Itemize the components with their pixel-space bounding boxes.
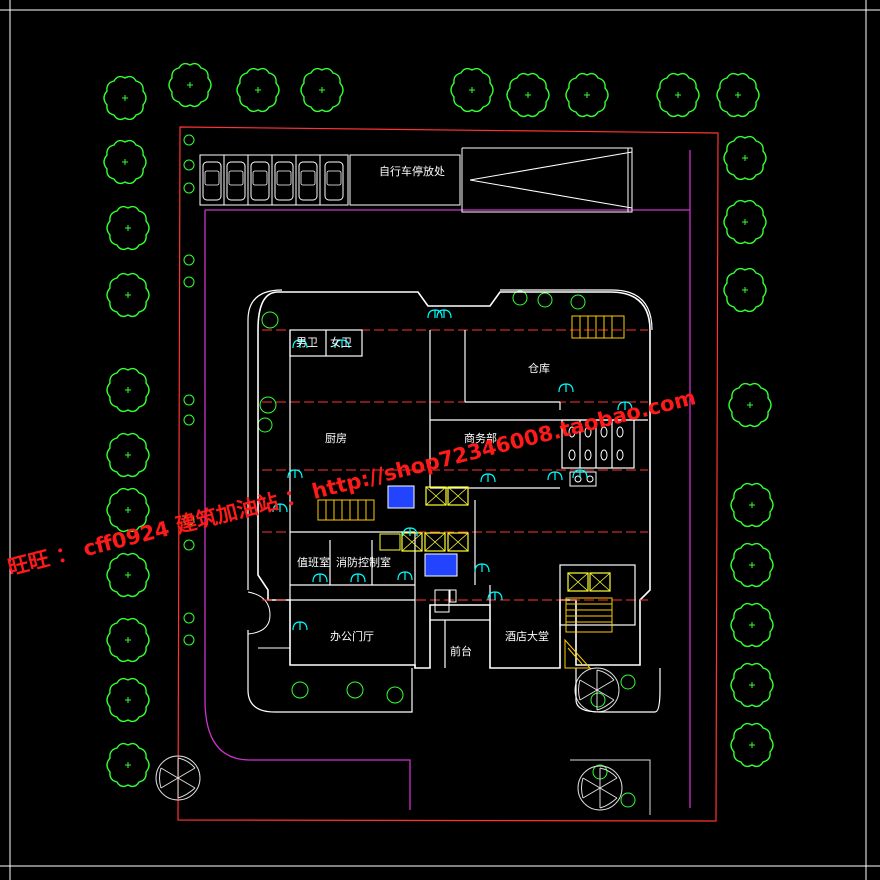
tree-icon [730,722,774,768]
label-female-wc: 女卫 [330,335,352,349]
tree-icon [730,662,774,708]
label-office-lobby: 办公门厅 [330,629,374,643]
tree-icon [236,67,280,113]
tree-icon [728,382,772,428]
stair-icon [317,315,625,669]
tree-icon [723,199,767,245]
tree-icon [106,432,150,478]
label-kitchen: 厨房 [325,432,347,445]
tree-icon [730,602,774,648]
podium-outline [247,289,413,713]
tree-icon [723,135,767,181]
tree-icon [574,667,620,713]
tree-icon [106,742,150,788]
car-icon [324,161,344,201]
tree-icon [106,552,150,598]
podium-outline-right [500,289,661,713]
tree-icon [450,67,494,113]
label-business-dept: 商务部 [464,431,497,445]
wc-fixture-icon [434,426,624,613]
label-fire-control: 消防控制室 [336,555,391,569]
car-icon [250,161,270,201]
road-edge [204,150,691,810]
corner-planter [570,759,651,815]
watermark-text: 旺旺 ： cff0924 建筑加油站 ： http://shop72346008… [5,385,698,580]
shrubs [183,134,636,808]
tree-icon [716,72,760,118]
tree-icon [656,72,700,118]
car-icon [274,161,294,201]
label-hotel-lobby: 酒店大堂 [505,629,549,643]
label-warehouse: 仓库 [528,361,550,375]
entrance-step [247,591,290,649]
tree-icon [103,75,147,121]
tree-icon [723,267,767,313]
label-duty-room: 值班室 [297,555,330,569]
parking-area [199,154,461,206]
site-boundary [177,126,719,822]
tree-icon [106,617,150,663]
tree-icon [103,139,147,185]
tree-icon [565,72,609,118]
label-front-desk: 前台 [450,644,472,658]
label-male-wc: 男卫 [296,336,318,349]
tree-icon [155,755,201,801]
tree-icon [577,765,623,811]
tree-icon [106,677,150,723]
tree-icon [730,482,774,528]
tree-icon [106,272,150,318]
label-bike-parking: 自行车停放处 [379,164,445,178]
tree-icon [168,62,212,108]
tree-icon [730,542,774,588]
tree-icon [106,205,150,251]
building-outline [257,291,651,669]
car-icon [202,161,222,201]
tree-icon [300,67,344,113]
tree-icon [506,72,550,118]
interior-walls [289,329,648,668]
elevator-icon [379,485,611,592]
car-icon [298,161,318,201]
ramp [461,147,633,213]
car-icon [226,161,246,201]
tree-icon [106,367,150,413]
